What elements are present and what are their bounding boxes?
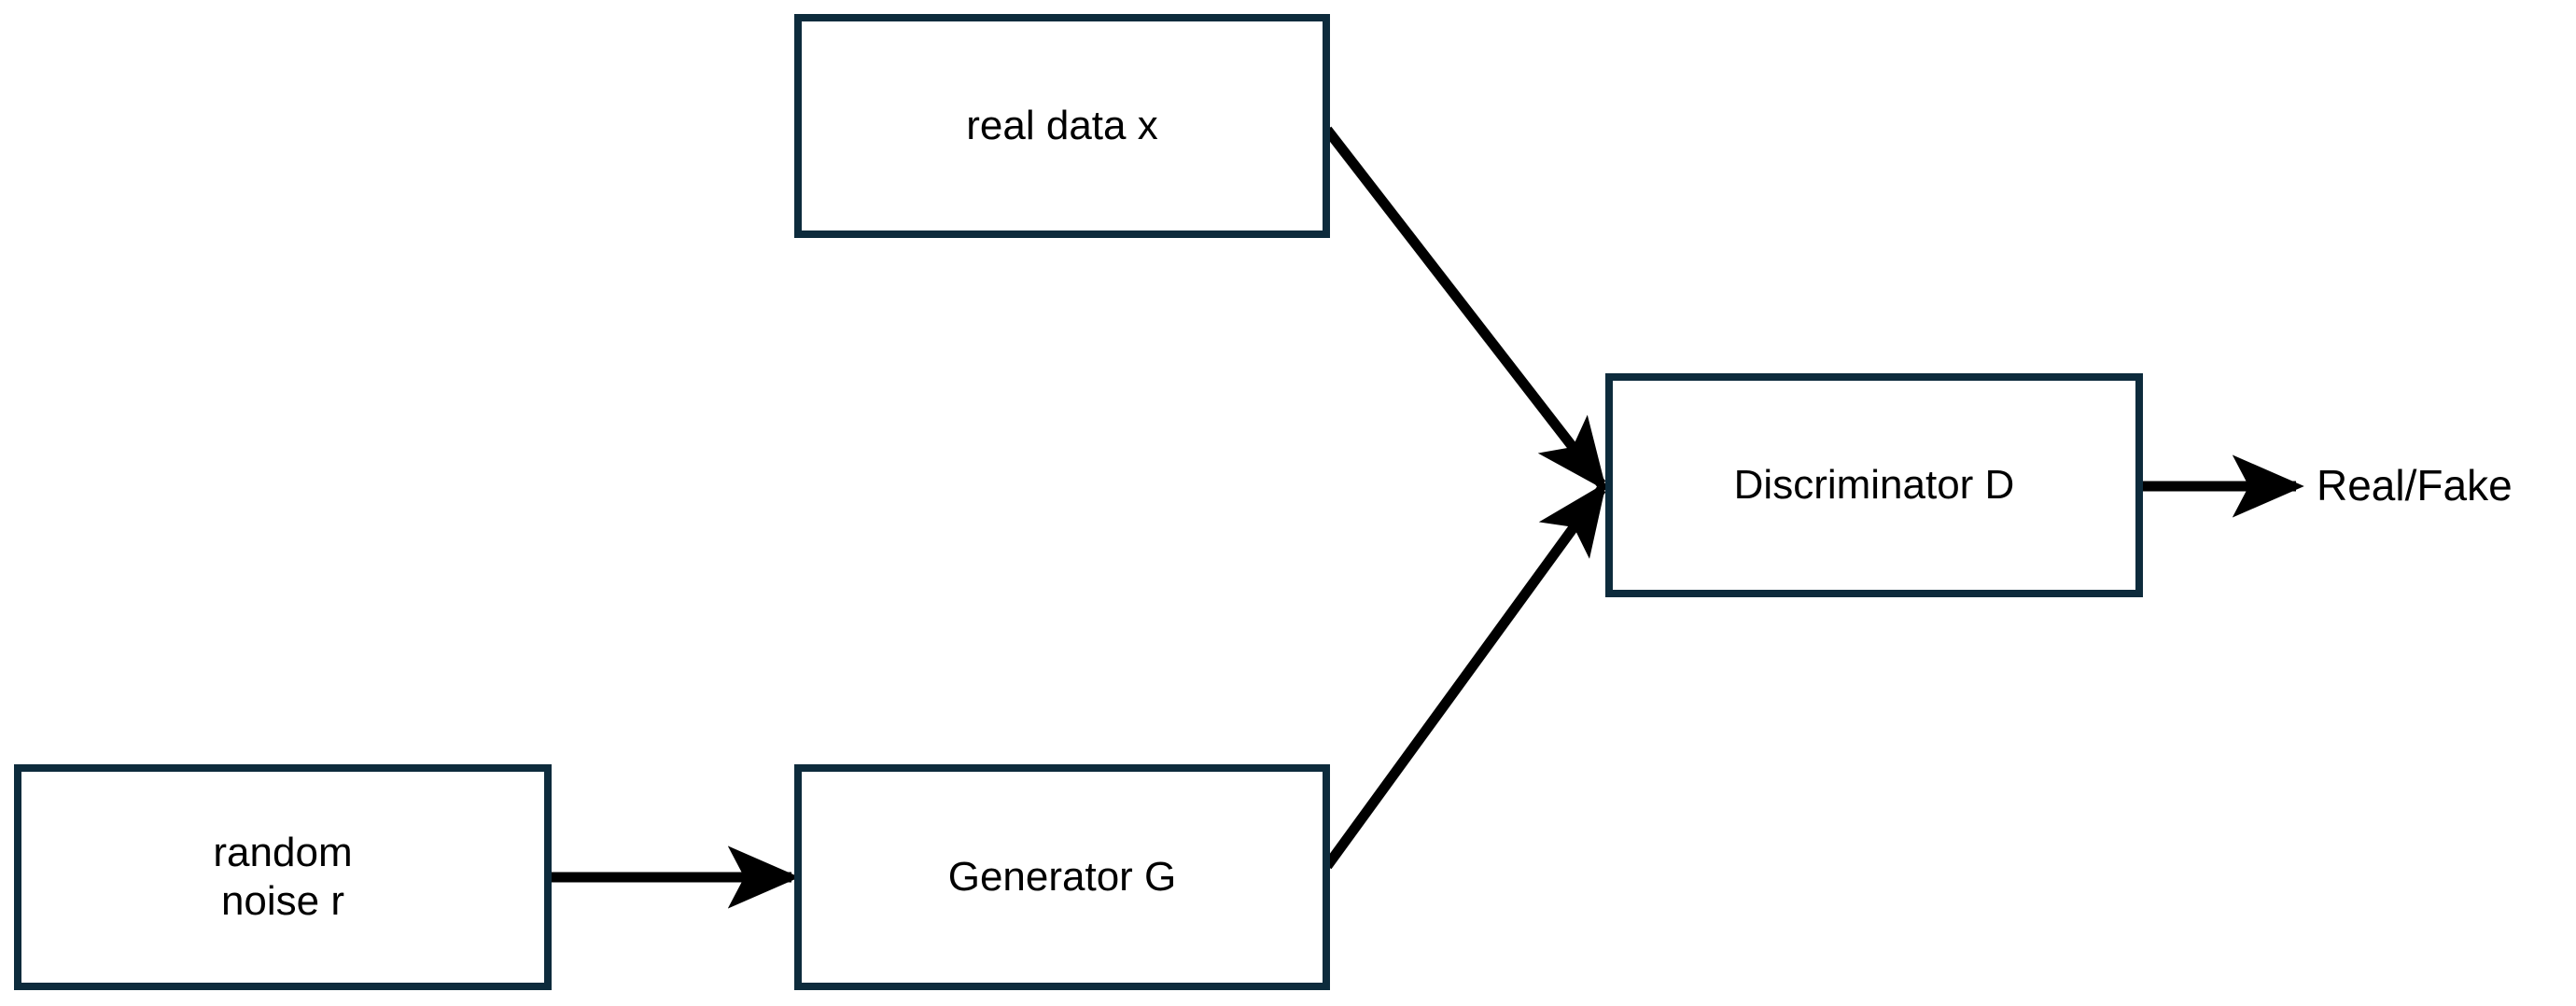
edge-generator-to-discriminator — [1323, 482, 1607, 870]
node-random-noise[interactable]: random noise r — [14, 764, 552, 990]
label-real-fake-output: Real/Fake — [2317, 461, 2513, 510]
node-generator[interactable]: Generator G — [794, 764, 1330, 990]
node-discriminator[interactable]: Discriminator D — [1605, 373, 2143, 597]
edge-real-data-to-discriminator — [1323, 126, 1607, 491]
node-real-data[interactable]: real data x — [794, 14, 1330, 238]
